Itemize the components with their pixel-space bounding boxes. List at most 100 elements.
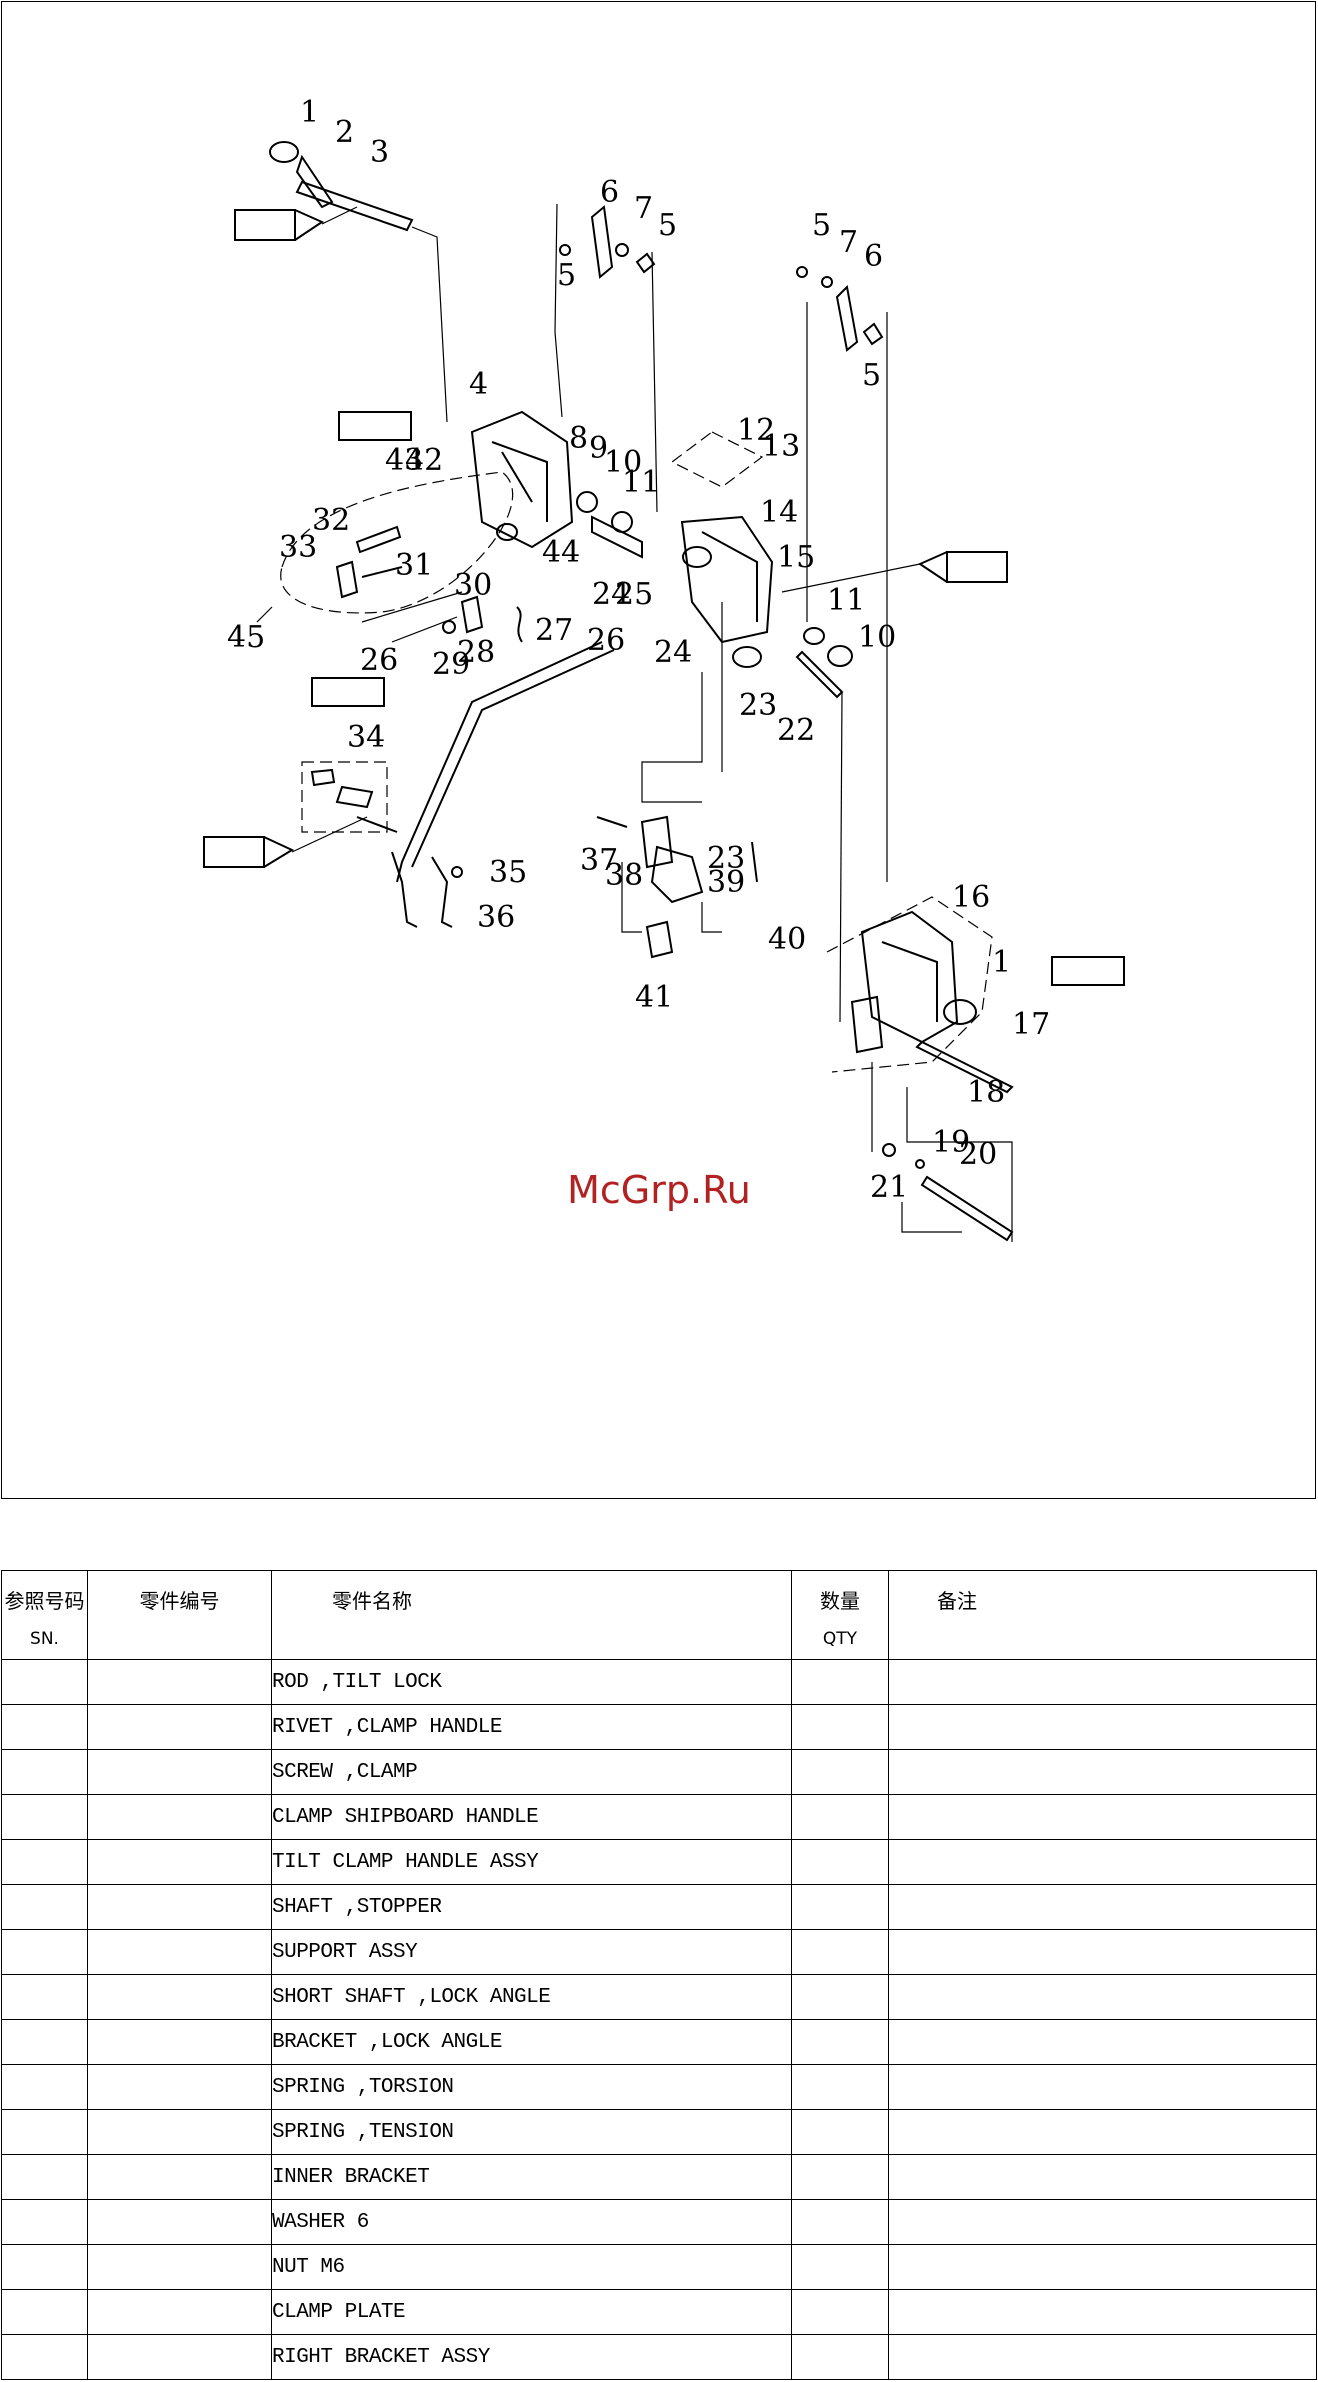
lock-lever-top-center [559, 205, 656, 279]
table-header-row: 参照号码 SN. 零件编号 零件名称 数量 QTY 备注 [1, 1570, 1317, 1660]
header-part-no: 零件编号 [87, 1570, 272, 1660]
part-no-cell [87, 2154, 272, 2200]
callout-label: 24 [592, 577, 630, 612]
table-row: SCREW ,CLAMP [1, 1749, 1317, 1795]
note-cell [888, 2199, 1317, 2245]
table-row: RIVET ,CLAMP HANDLE [1, 1704, 1317, 1750]
note-cell [888, 1929, 1317, 1975]
callout-label: 12 [737, 413, 775, 448]
lower-center-bracket [596, 815, 758, 959]
callout-label: 15 [777, 540, 815, 575]
note-cell [888, 2289, 1317, 2335]
note-cell [888, 1704, 1317, 1750]
small-parts-26-30 [361, 591, 523, 643]
callout-label: 6 [600, 175, 619, 210]
rod-lower-right [882, 1143, 1014, 1242]
table-row: ROD ,TILT LOCK [1, 1659, 1317, 1705]
part-no-cell [87, 1704, 272, 1750]
callout-label: 4 [469, 367, 488, 402]
callout-label: 5 [862, 358, 881, 393]
table-row: BRACKET ,LOCK ANGLE [1, 2019, 1317, 2065]
callout-label: 17 [1012, 1007, 1050, 1042]
support-assembly [576, 431, 774, 803]
callout-label: 20 [959, 1137, 997, 1172]
part-name-cell: NUT M6 [271, 2244, 792, 2290]
callout-label: 26 [360, 643, 398, 678]
part-no-cell [87, 1974, 272, 2020]
clamp-bracket-left [470, 203, 658, 549]
note-cell [888, 2019, 1317, 2065]
callout-label: 18 [967, 1075, 1005, 1110]
header-part-no-label: 零件编号 [139, 1589, 220, 1613]
part-no-cell [87, 2199, 272, 2245]
spring-group [256, 471, 514, 623]
note-cell [888, 1749, 1317, 1795]
qty-cell [791, 1839, 889, 1885]
callout-label: 24 [654, 635, 692, 670]
qty-cell [791, 2199, 889, 2245]
part-name-cell: RIVET ,CLAMP HANDLE [271, 1704, 792, 1750]
qty-cell [791, 2244, 889, 2290]
note-cell [888, 2154, 1317, 2200]
callout-label: 30 [454, 568, 492, 603]
part-name-cell: TILT CLAMP HANDLE ASSY [271, 1839, 792, 1885]
note-cell [888, 2064, 1317, 2110]
qty-cell [791, 1659, 889, 1705]
part-name-cell: WASHER 6 [271, 2199, 792, 2245]
callout-label: 38 [605, 858, 643, 893]
header-qty-en-label: QTY [822, 1629, 858, 1649]
sn-cell [1, 1704, 88, 1750]
callout-label: 39 [707, 865, 745, 900]
table-row: CLAMP PLATE [1, 2289, 1317, 2335]
callout-label: 5 [658, 208, 677, 243]
part-no-cell [87, 1794, 272, 1840]
sn-cell [1, 1929, 88, 1975]
part-name-cell: SHORT SHAFT ,LOCK ANGLE [271, 1974, 792, 2020]
callout-label: 11 [827, 583, 865, 618]
lock-lever-top-right [796, 266, 888, 882]
note-cell [888, 1659, 1317, 1705]
qty-cell [791, 2334, 889, 2380]
callout-label: 26 [587, 623, 625, 658]
header-note: 备注 [888, 1570, 1317, 1660]
grease-tube-right [781, 551, 1008, 593]
part-name-cell: SUPPORT ASSY [271, 1929, 792, 1975]
callout-label: 23 [739, 688, 777, 723]
part-name-cell: INNER BRACKET [271, 2154, 792, 2200]
part-no-cell [87, 1839, 272, 1885]
callout-label: 35 [489, 855, 527, 890]
callout-label: 1 [992, 945, 1011, 980]
qty-cell [791, 1749, 889, 1795]
callout-label: 7 [634, 191, 653, 226]
callout-label: 6 [864, 239, 883, 274]
handle-grip-34 [301, 761, 398, 833]
qty-cell [791, 2289, 889, 2335]
part-no-cell [87, 2289, 272, 2335]
part-no-cell [87, 1884, 272, 1930]
callout-label: 45 [227, 620, 265, 655]
part-no-cell [87, 2109, 272, 2155]
callout-label: 34 [347, 720, 385, 755]
qty-cell [791, 2019, 889, 2065]
part-no-cell [87, 1749, 272, 1795]
note-cell [888, 2244, 1317, 2290]
part-name-cell: CLAMP PLATE [271, 2289, 792, 2335]
sn-cell [1, 1659, 88, 1705]
header-sn-en-label: SN. [30, 1629, 59, 1649]
header-sn-label: 参照号码 [4, 1589, 85, 1613]
note-cell [888, 2109, 1317, 2155]
sn-cell [1, 2064, 88, 2110]
header-qty: 数量 QTY [791, 1570, 889, 1660]
part-no-cell [87, 2334, 272, 2380]
qty-cell [791, 2109, 889, 2155]
note-cell [888, 1974, 1317, 2020]
table-row: TILT CLAMP HANDLE ASSY [1, 1839, 1317, 1885]
qty-cell [791, 2154, 889, 2200]
long-lever-rod [391, 641, 615, 928]
grease-tube-left [203, 816, 368, 868]
callout-label: 23 [707, 841, 745, 876]
callout-label: 1 [300, 95, 319, 130]
table-row: WASHER 6 [1, 2199, 1317, 2245]
callout-label: 29 [432, 647, 470, 682]
